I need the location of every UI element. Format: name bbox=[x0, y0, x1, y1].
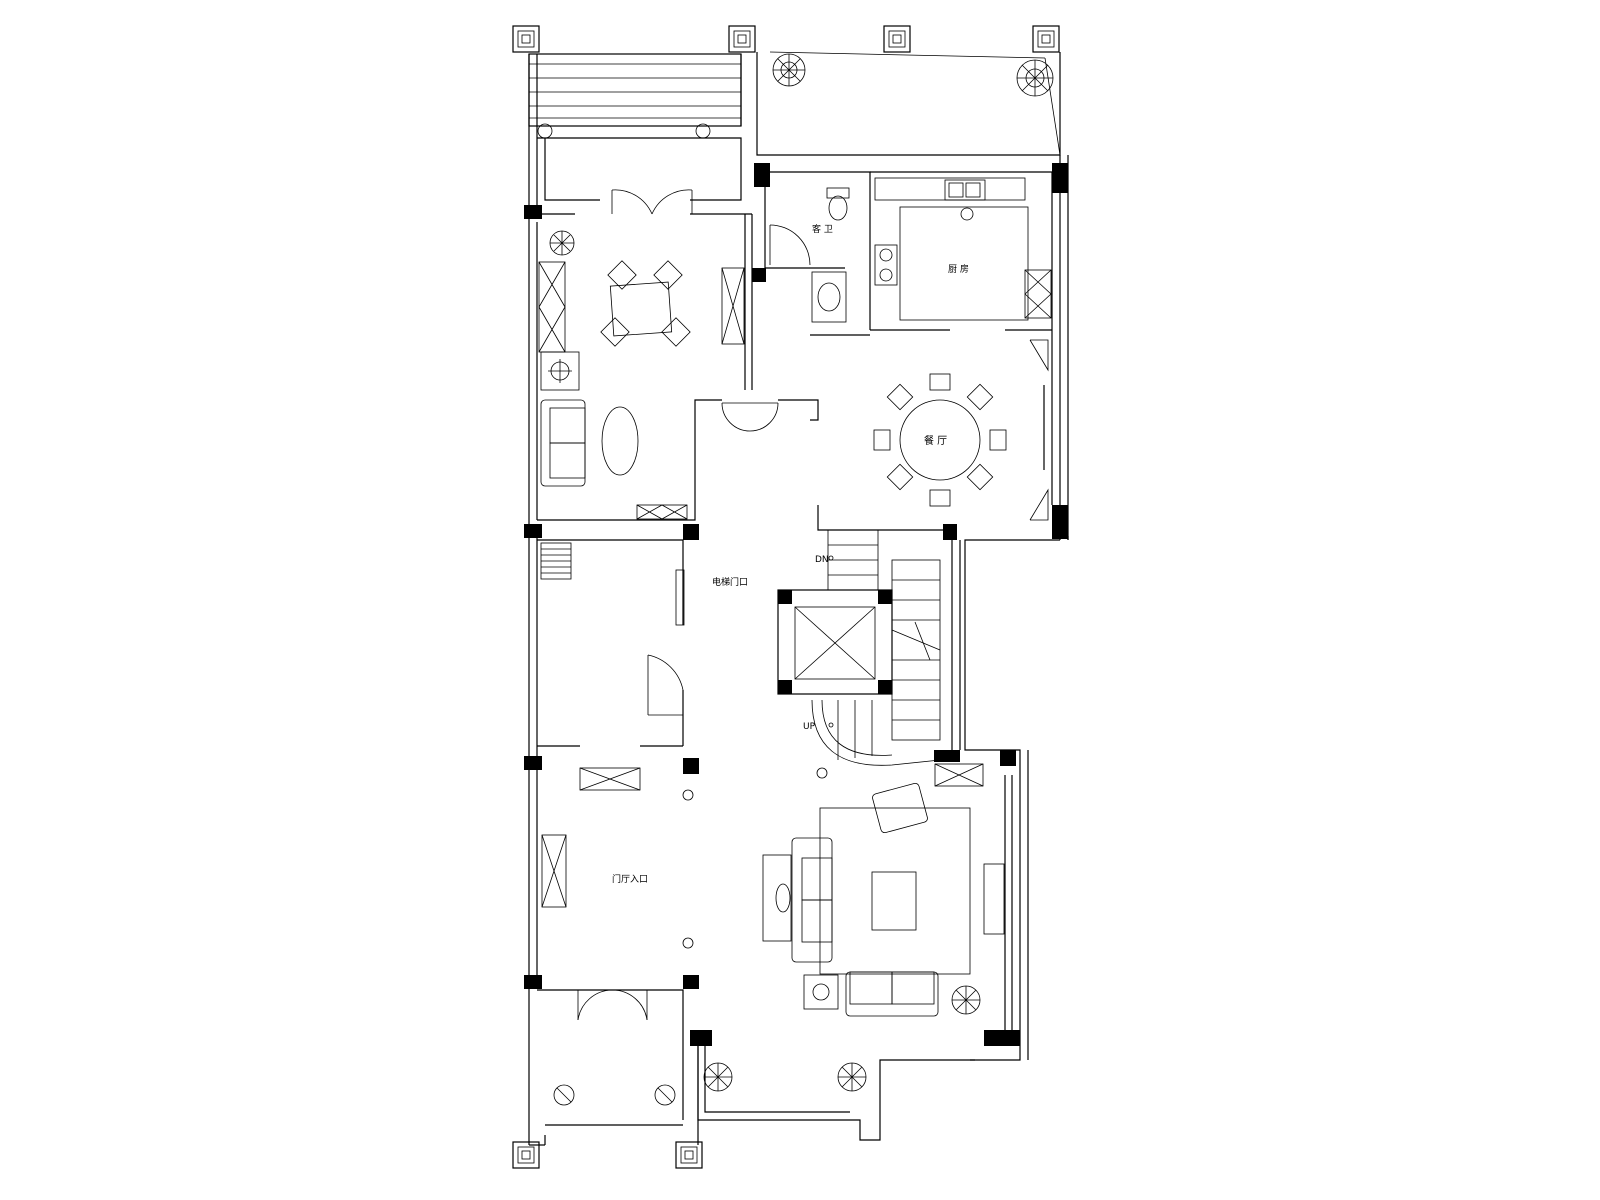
living-room bbox=[762, 763, 1013, 1030]
tv-cabinet-icon bbox=[721, 267, 745, 345]
kitchen: 厨 房 bbox=[870, 171, 1053, 331]
sink-icon bbox=[944, 179, 986, 221]
elevator bbox=[777, 589, 893, 695]
dining-chair-icon bbox=[929, 489, 951, 507]
window bbox=[675, 569, 685, 626]
stair-down-label: DN bbox=[815, 555, 829, 565]
armchair-icon bbox=[872, 782, 928, 834]
dining-label: 餐 厅 bbox=[924, 434, 947, 447]
tea-table-icon bbox=[600, 260, 691, 347]
entrance-door[interactable] bbox=[577, 989, 648, 1021]
plant-icon bbox=[703, 1062, 733, 1092]
column-icon bbox=[682, 937, 694, 949]
staircase: DN UP bbox=[803, 529, 961, 779]
round-table-icon bbox=[899, 399, 981, 481]
side-table-icon bbox=[803, 974, 839, 1010]
stair-up-label: UP bbox=[803, 722, 816, 732]
side-table-icon bbox=[540, 351, 580, 391]
toilet-icon bbox=[826, 187, 850, 221]
exterior-walls bbox=[528, 54, 1069, 1146]
shoe-cabinet-icon bbox=[579, 767, 641, 791]
console-icon bbox=[636, 504, 688, 520]
column-icon bbox=[682, 789, 694, 801]
pier-cap-top-right bbox=[1032, 25, 1060, 53]
guest-room-label: 客 卫 bbox=[812, 223, 833, 235]
pier-cap-top-mid-right bbox=[883, 25, 911, 53]
kitchen-label: 厨 房 bbox=[948, 263, 969, 275]
dining-chair-icon bbox=[886, 463, 914, 491]
dining-chair-icon bbox=[873, 429, 891, 451]
foyer: 门厅入口 bbox=[541, 767, 694, 949]
swing-door[interactable] bbox=[694, 399, 819, 440]
pier-cap-bottom-right bbox=[675, 1141, 703, 1169]
shelf-icon bbox=[540, 542, 572, 580]
pier-cap-bottom-left bbox=[512, 1141, 540, 1169]
tv-console-icon bbox=[762, 854, 792, 942]
top-terrace-deck bbox=[528, 53, 742, 139]
coffee-table-icon bbox=[871, 871, 917, 931]
pier-cap-top-mid-left bbox=[728, 25, 756, 53]
plant-icon bbox=[1016, 59, 1054, 97]
room-door[interactable] bbox=[647, 654, 684, 716]
dining-chair-icon bbox=[966, 383, 994, 411]
plant-icon bbox=[772, 53, 806, 87]
column-icon bbox=[654, 1084, 676, 1106]
plant-icon bbox=[549, 230, 575, 256]
dining-chair-icon bbox=[966, 463, 994, 491]
plant-icon bbox=[837, 1062, 867, 1092]
fridge-icon bbox=[1024, 269, 1052, 319]
guest-bathroom: 客 卫 bbox=[764, 171, 871, 336]
pier-caps bbox=[512, 25, 1060, 1169]
lounge-room bbox=[537, 137, 819, 521]
left-middle-room bbox=[537, 539, 685, 747]
cabinet-icon bbox=[538, 261, 566, 353]
stove-icon bbox=[874, 244, 898, 286]
wall-columns bbox=[524, 163, 1068, 1046]
column-icon bbox=[553, 1084, 575, 1106]
cabinet-icon bbox=[934, 763, 984, 787]
french-door[interactable] bbox=[611, 189, 693, 215]
dining-chair-icon bbox=[989, 429, 1007, 451]
rug bbox=[819, 807, 971, 975]
window bbox=[983, 863, 1005, 935]
wardrobe-icon bbox=[541, 834, 567, 908]
plant-icon bbox=[951, 985, 981, 1015]
sofa-icon bbox=[791, 837, 833, 963]
bath-door[interactable] bbox=[769, 224, 811, 266]
sink-icon bbox=[811, 271, 847, 323]
dining-chair-icon bbox=[929, 373, 951, 391]
entrance-porch bbox=[537, 989, 867, 1126]
top-garden bbox=[756, 51, 1061, 156]
corridor-label: 电梯门口 bbox=[712, 576, 748, 588]
dining-chair-icon bbox=[886, 383, 914, 411]
oval-table-icon bbox=[601, 406, 639, 476]
sofa-icon bbox=[845, 971, 939, 1017]
pier-cap-top-left bbox=[512, 25, 540, 53]
dining-room: 餐 厅 bbox=[817, 330, 1053, 531]
foyer-label: 门厅入口 bbox=[612, 873, 648, 885]
sofa-icon bbox=[540, 399, 586, 487]
